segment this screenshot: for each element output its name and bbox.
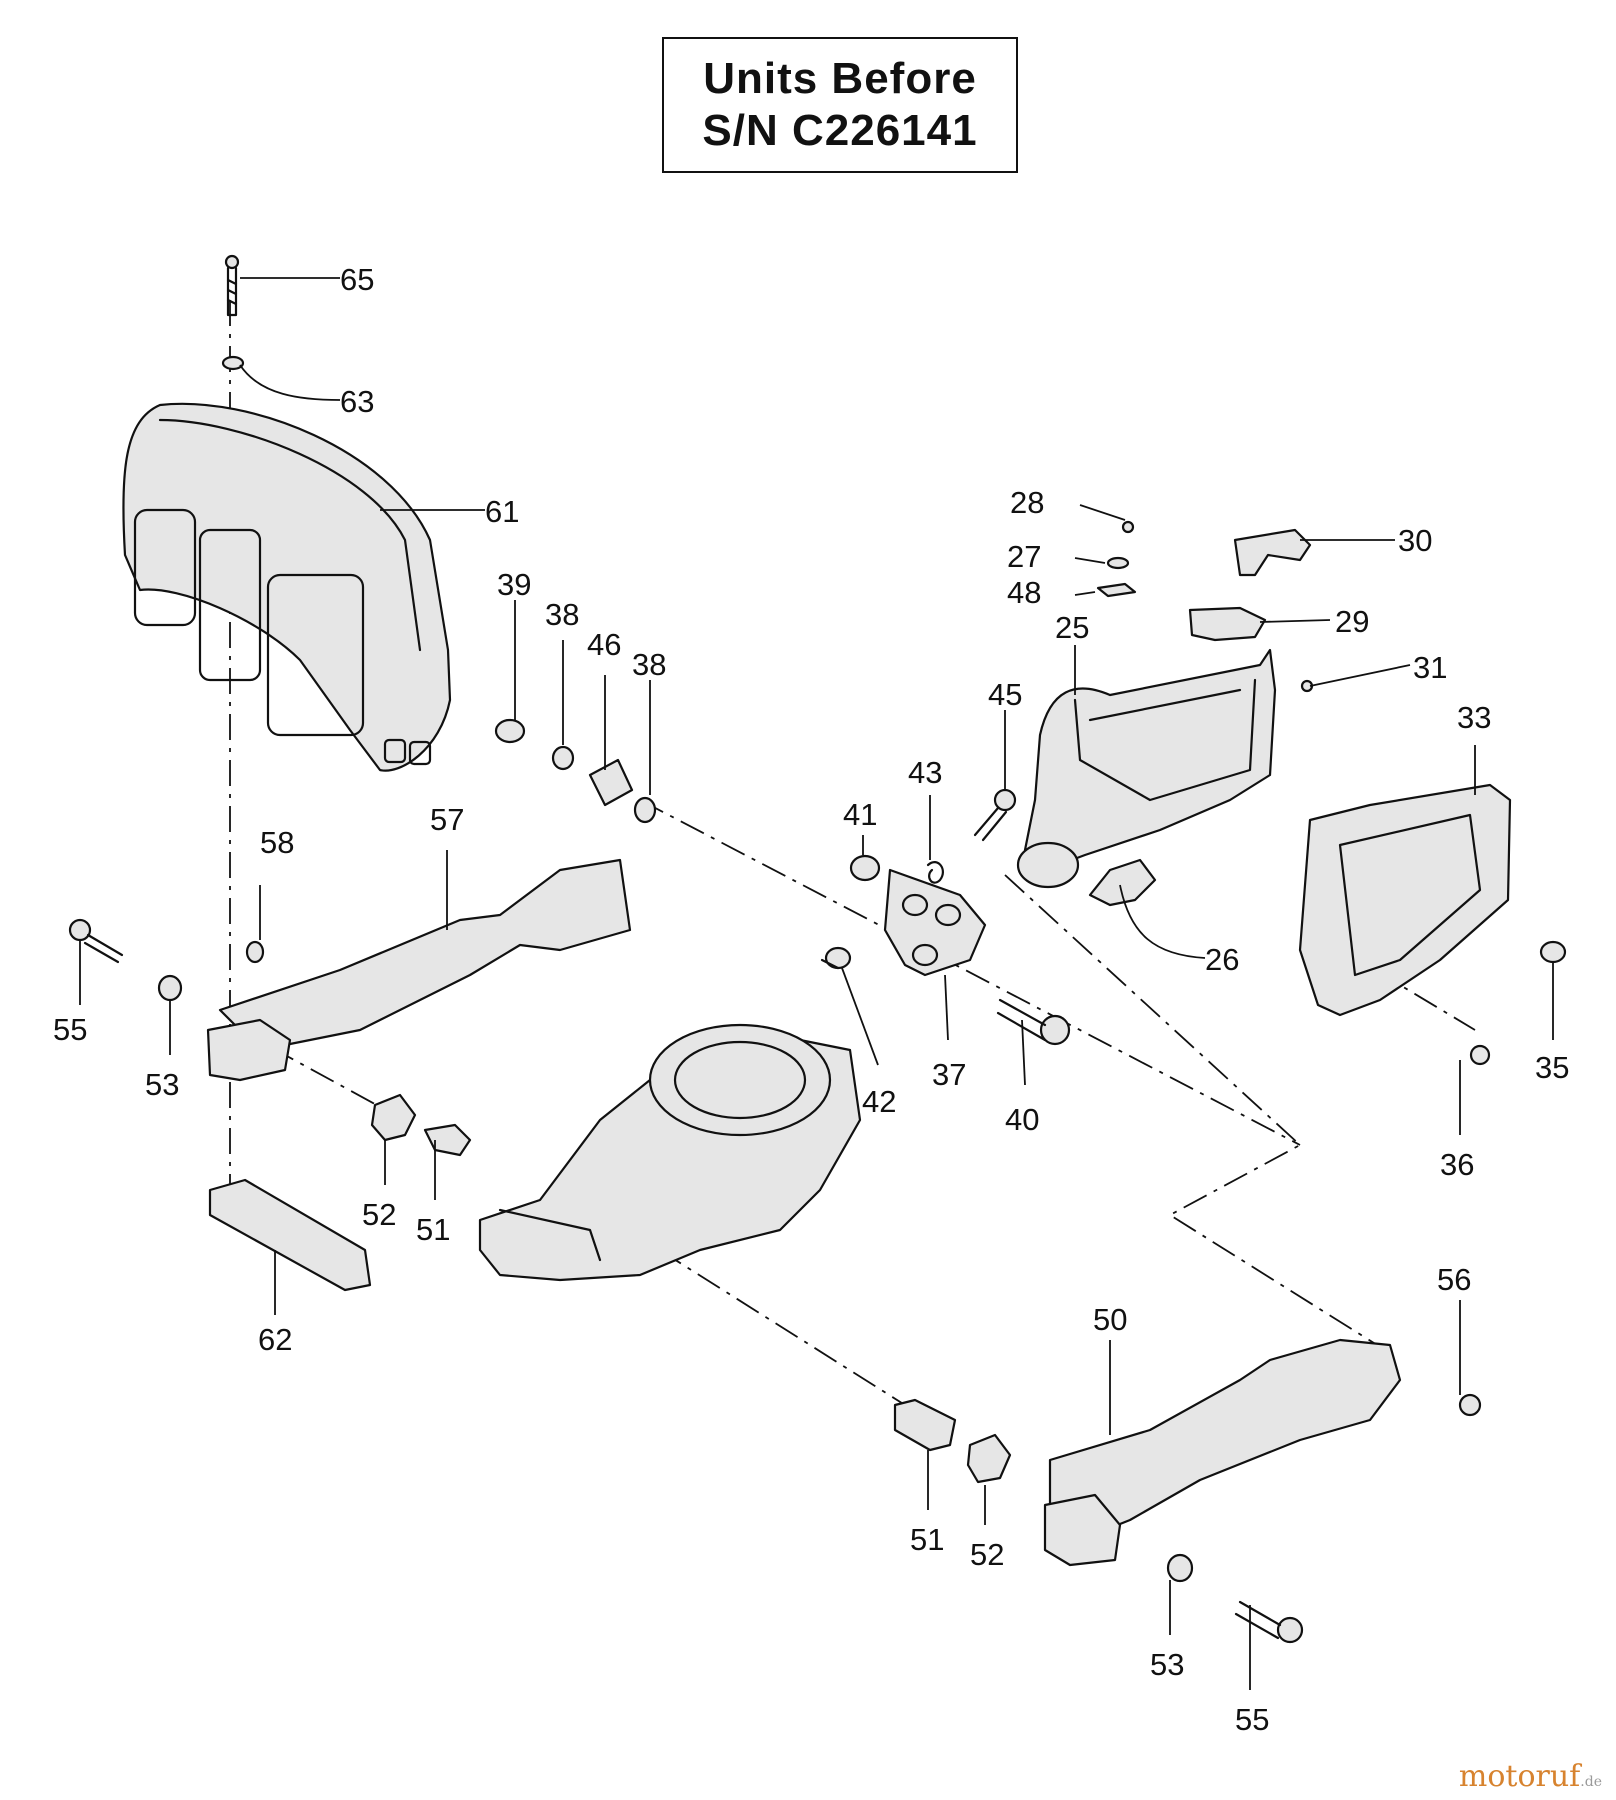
callout-45: 45 [988, 677, 1022, 712]
part-45-screw [973, 788, 1017, 842]
callout-31: 31 [1413, 650, 1447, 685]
callout-58: 58 [260, 825, 294, 860]
callout-46: 46 [587, 627, 621, 662]
callout-38-b: 38 [632, 647, 666, 682]
callout-29: 29 [1335, 604, 1369, 639]
callout-37: 37 [932, 1057, 966, 1092]
callout-39: 39 [497, 567, 531, 602]
part-27-clip [1106, 556, 1130, 570]
callout-numbers: 65 63 61 39 38 46 38 28 27 48 30 29 25 3… [53, 262, 1569, 1737]
callout-33: 33 [1457, 700, 1491, 735]
bushing-stack [494, 718, 657, 824]
part-61-front-handle [122, 402, 452, 772]
callout-30: 30 [1398, 523, 1432, 558]
callout-55-a: 55 [53, 1012, 87, 1047]
callout-43: 43 [908, 755, 942, 790]
part-39-nut [494, 718, 526, 744]
callout-53-a: 53 [145, 1067, 179, 1102]
part-65-screw [224, 254, 240, 317]
part-57-mount-plate [218, 858, 632, 1052]
part-56-screw [1458, 1393, 1482, 1417]
callout-50: 50 [1093, 1302, 1127, 1337]
part-63-washer [221, 355, 245, 371]
callout-35: 35 [1535, 1050, 1569, 1085]
part-37-bracket [883, 868, 987, 977]
part-25-rear-handle [1016, 648, 1277, 889]
part-52-spring-left [370, 1093, 417, 1142]
callout-38-a: 38 [545, 597, 579, 632]
left-mount-block [206, 1018, 292, 1082]
part-51-pin-left [423, 1123, 472, 1157]
part-28-pin [1121, 520, 1135, 534]
callout-41: 41 [843, 797, 877, 832]
callout-42: 42 [862, 1084, 896, 1119]
watermark-brand: motoruf [1458, 1759, 1581, 1794]
part-62-lower-plate [208, 1178, 372, 1292]
callout-27: 27 [1007, 539, 1041, 574]
title-line-2: S/N C226141 [702, 106, 978, 155]
watermark: motoruf.de [1459, 1759, 1602, 1794]
part-35-cap [1539, 940, 1567, 964]
callout-25: 25 [1055, 610, 1089, 645]
part-55-bolt-left [68, 918, 124, 964]
callout-51-a: 51 [416, 1212, 450, 1247]
part-48-plate [1096, 582, 1137, 598]
callout-40: 40 [1005, 1102, 1039, 1137]
leader-lines [79, 277, 1554, 1690]
part-51-pin-right [893, 1398, 957, 1452]
part-36-screw [1469, 1044, 1491, 1066]
part-58-screw [245, 940, 265, 964]
part-53-washer-right [1166, 1553, 1194, 1583]
callout-56: 56 [1437, 1262, 1471, 1297]
part-26-clamp [1088, 858, 1157, 907]
callout-26: 26 [1205, 942, 1239, 977]
part-50-lower-mount [1043, 1338, 1402, 1567]
callout-53-b: 53 [1150, 1647, 1184, 1682]
callout-62: 62 [258, 1322, 292, 1357]
callout-48: 48 [1007, 575, 1041, 610]
callout-28: 28 [1010, 485, 1044, 520]
part-46-spacer [588, 758, 634, 807]
part-55-bolt-right [1234, 1600, 1304, 1644]
title-box: Units Before S/N C226141 [662, 37, 1018, 173]
callout-52-a: 52 [362, 1197, 396, 1232]
part-53-washer-left [157, 974, 183, 1002]
watermark-tld: .de [1580, 1774, 1602, 1790]
part-42-bolt [820, 946, 852, 970]
part-41-bushing [849, 854, 881, 882]
callout-57: 57 [430, 802, 464, 837]
part-40-bolt [996, 998, 1071, 1046]
part-29-trigger [1188, 606, 1267, 642]
callout-52-b: 52 [970, 1537, 1004, 1572]
title-line-1: Units Before [703, 54, 977, 103]
part-43-spring [926, 861, 944, 884]
callout-63: 63 [340, 384, 374, 419]
part-38-washer-b [633, 796, 657, 824]
gear-housing [478, 1023, 862, 1282]
part-30-lever [1233, 528, 1312, 577]
callout-61: 61 [485, 494, 519, 529]
callout-55-b: 55 [1235, 1702, 1269, 1737]
callout-51-b: 51 [910, 1522, 944, 1557]
part-33-rear-cover [1298, 783, 1512, 1017]
part-38-washer-a [551, 745, 575, 771]
callout-65: 65 [340, 262, 374, 297]
callout-36: 36 [1440, 1147, 1474, 1182]
part-52-spring-right [966, 1433, 1012, 1484]
